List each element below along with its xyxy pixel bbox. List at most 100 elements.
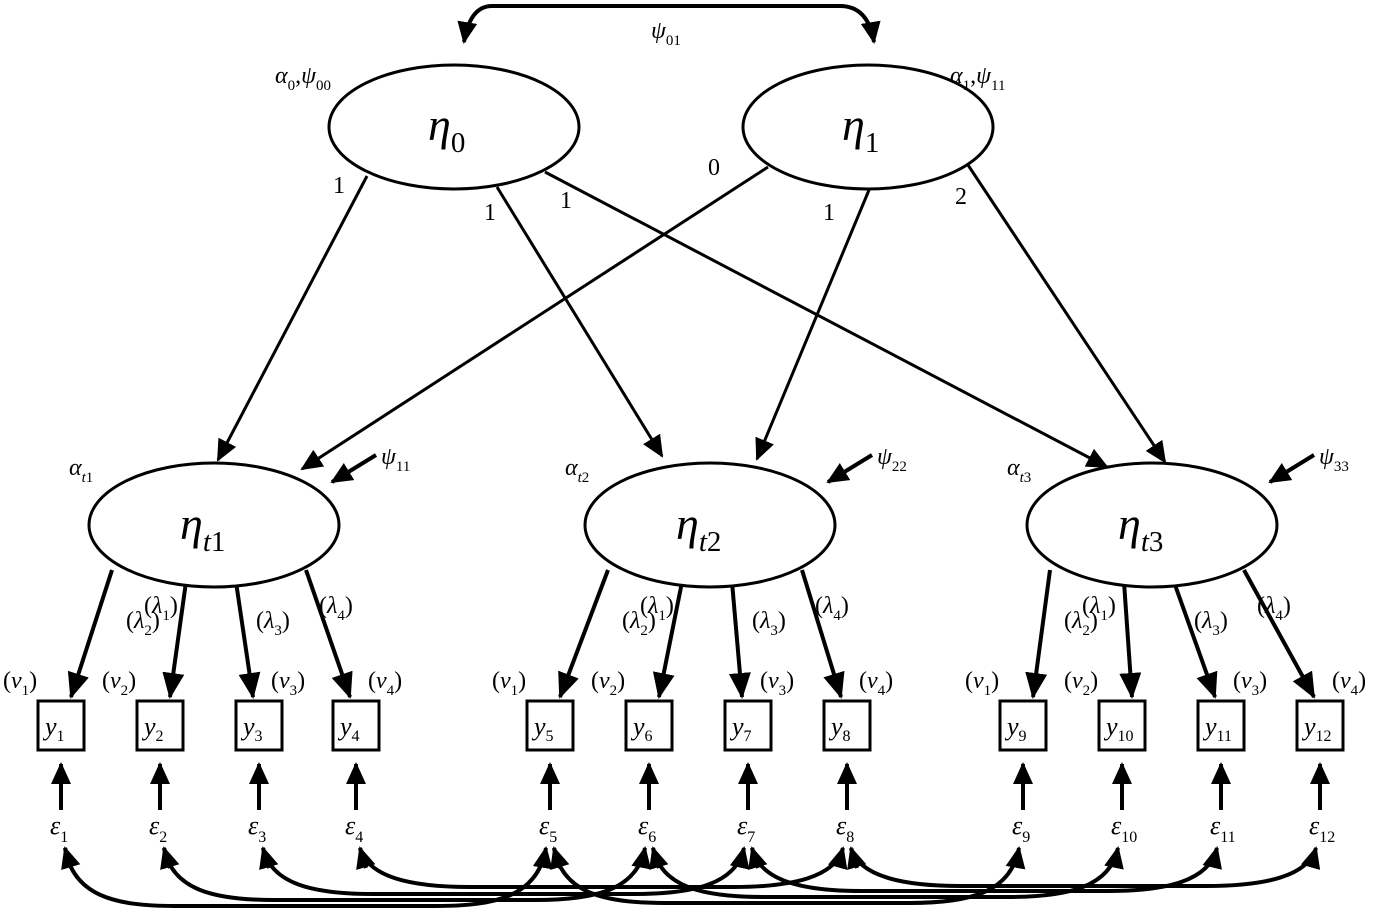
paren-open: (: [492, 668, 500, 694]
eta-subscript-number: 1: [211, 526, 226, 558]
alpha-symbol: α: [275, 63, 288, 89]
residual-label: ε12: [1309, 811, 1335, 846]
growth-factor-parameters: α0,ψ00: [275, 63, 331, 94]
measurement-loading-arrow: [67, 569, 114, 699]
residual-label: ε1: [50, 811, 68, 846]
measurement-loading-arrow: [800, 569, 845, 699]
epsilon-symbol: ε: [638, 811, 649, 840]
paren-open: (: [752, 608, 760, 634]
indicator-box: [624, 699, 674, 752]
paren-close: ): [885, 668, 893, 694]
lambda-subscript: 2: [640, 623, 648, 639]
growth-loading-arrow: [495, 186, 664, 458]
lambda-symbol: λ: [1264, 593, 1275, 619]
indicator-box: [525, 699, 575, 752]
lambda-subscript: 3: [274, 623, 282, 639]
epsilon-subscript: 6: [648, 829, 656, 846]
paren-close: ): [617, 668, 625, 694]
y-symbol: y: [729, 712, 744, 741]
paren-close: ): [170, 593, 178, 619]
psi-subscript: 00: [316, 78, 331, 94]
measurement-loading-label: (λ4): [1257, 593, 1291, 624]
eta-subscript: 1: [865, 127, 880, 159]
paren-close: ): [128, 668, 136, 694]
epsilon-symbol: ε: [345, 811, 356, 840]
paren-close: ): [518, 668, 526, 694]
paren-open: (: [591, 668, 599, 694]
indicator-label: y8: [828, 712, 851, 745]
epsilon-symbol: ε: [1210, 811, 1221, 840]
psi-subscript: 11: [991, 78, 1005, 94]
epsilon-subscript: 8: [846, 829, 854, 846]
indicator-label: y12: [1301, 712, 1332, 745]
measurement-loading-label: (λ4): [815, 593, 849, 624]
measurement-loading-label: (λ2): [1064, 608, 1098, 639]
epsilon-symbol: ε: [737, 811, 748, 840]
psi-symbol: ψ: [877, 444, 893, 470]
nu-subscript: 4: [878, 683, 886, 699]
paren-close: ): [1108, 593, 1116, 619]
indicator-label: y1: [42, 712, 65, 745]
residual-covariance-arrowhead: [160, 846, 180, 871]
measurement-loading-label: (λ3): [256, 608, 290, 639]
paren-close: ): [152, 608, 160, 634]
paren-open: (: [319, 593, 327, 619]
paren-close: ): [29, 668, 37, 694]
measurement-loading-label: (λ4): [319, 593, 353, 624]
y-symbol: y: [1202, 712, 1217, 741]
eta-subscript-number: 3: [1149, 526, 1164, 558]
residual-label: ε4: [345, 811, 363, 846]
residual-covariance-curve: [162, 846, 652, 902]
y-symbol: y: [531, 712, 546, 741]
indicator-label: y9: [1004, 712, 1027, 745]
paren-open: (: [102, 668, 110, 694]
measurement-loading-arrow: [234, 581, 261, 699]
psi-symbol: ψ: [976, 63, 992, 89]
growth-loading-label: 1: [484, 200, 496, 226]
paren-close: ): [345, 593, 353, 619]
alpha-symbol: α: [565, 455, 578, 481]
residual-label: ε3: [248, 811, 266, 846]
eta-symbol: η: [842, 99, 865, 150]
paren-close: ): [648, 608, 656, 634]
psi-subscript: 01: [666, 33, 681, 49]
paren-close: ): [1090, 608, 1098, 634]
alpha-subscript-number: 3: [1024, 470, 1032, 486]
eta-symbol: η: [1118, 498, 1141, 549]
y-symbol: y: [828, 712, 843, 741]
indicator-intercept-label: (ν2): [102, 668, 136, 699]
residual-label: ε5: [539, 811, 557, 846]
lambda-subscript: 4: [833, 608, 841, 624]
indicator-intercept-label: (ν1): [3, 668, 37, 699]
factor-covariance-label: ψ01: [651, 18, 681, 49]
measurement-loading-arrow: [558, 569, 610, 699]
paren-open: (: [859, 668, 867, 694]
growth-loading-arrow: [544, 170, 1109, 469]
lambda-subscript: 2: [1082, 623, 1090, 639]
paren-open: (: [271, 668, 279, 694]
epsilon-subscript: 10: [1121, 829, 1137, 846]
lambda-symbol: λ: [647, 593, 658, 619]
y-subscript: 1: [57, 728, 65, 745]
y-symbol: y: [337, 712, 352, 741]
residual-label: ε7: [737, 811, 755, 846]
residual-covariance-curve: [849, 846, 1321, 888]
indicator-intercept-label: (ν4): [859, 668, 893, 699]
psi-subscript: 22: [892, 459, 907, 475]
residual-covariance-arrowhead: [847, 846, 867, 871]
paren-open: (: [640, 593, 648, 619]
nu-subscript: 2: [610, 683, 618, 699]
psi-symbol: ψ: [301, 63, 317, 89]
epsilon-subscript: 5: [549, 829, 557, 846]
disturbance-label: ψ11: [381, 444, 410, 475]
paren-open: (: [368, 668, 376, 694]
indicator-box: [234, 699, 284, 752]
eta-symbol: η: [428, 99, 451, 150]
nu-subscript: 2: [121, 683, 129, 699]
indicator-intercept-label: (ν2): [591, 668, 625, 699]
lambda-subscript: 2: [144, 623, 152, 639]
paren-open: (: [1332, 668, 1340, 694]
psi-subscript: 11: [396, 459, 410, 475]
paren-open: (: [622, 608, 630, 634]
